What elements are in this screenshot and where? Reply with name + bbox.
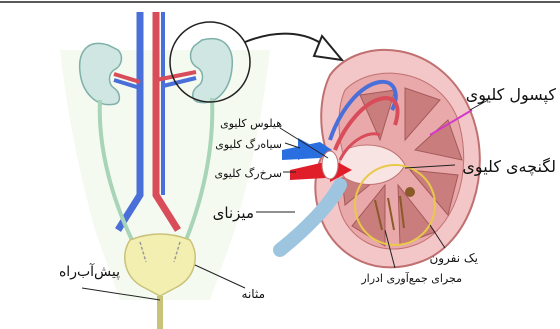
label-collecting-duct: مجرای جمع‌آوری ادرار xyxy=(360,271,462,285)
label-renal-hilum: هیلوس کلیوی xyxy=(220,117,282,130)
label-urethra: پیش‌آب‌راه xyxy=(59,263,120,280)
kidney-cross-section xyxy=(280,50,480,268)
glomerulus xyxy=(405,187,415,197)
label-bladder: مثانه xyxy=(242,287,265,301)
label-renal-artery: سرخ‌رگ کلیوی xyxy=(214,167,282,180)
label-renal-capsule: کپسول کلیوی xyxy=(466,85,557,105)
label-nephron: یک نفرون xyxy=(429,251,478,266)
zoom-arrow-head xyxy=(314,36,342,60)
leader-vein xyxy=(285,143,300,148)
label-ureter: میزنای xyxy=(213,204,254,222)
label-renal-vein: سیاه‌رگ کلیوی xyxy=(215,138,282,151)
label-renal-pelvis: لگنچه‌ی کلیوی xyxy=(462,157,556,177)
